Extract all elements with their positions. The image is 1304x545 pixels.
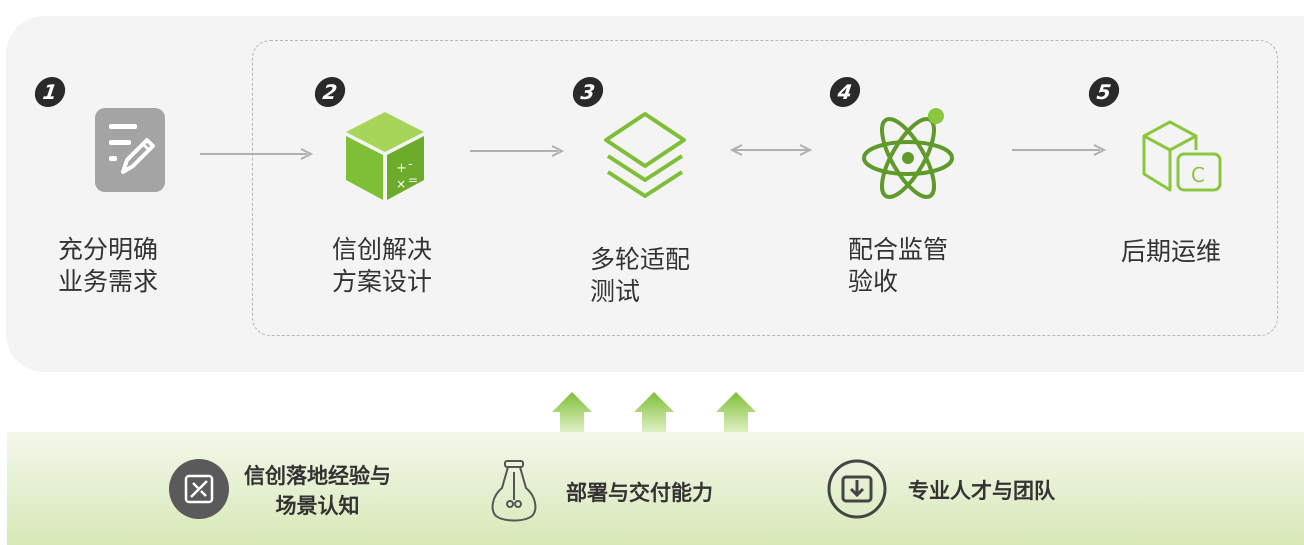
download-icon [826, 458, 888, 524]
process-panel [6, 16, 1304, 372]
capability-team: 专业人才与团队 [826, 458, 1055, 524]
step-4-label-line2: 验收 [848, 267, 899, 296]
step-2-label-line2: 方案设计 [332, 267, 433, 296]
svg-text:-: - [408, 157, 413, 172]
step-2-label: 信创解决 方案设计 [332, 234, 432, 298]
layers-icon [602, 110, 688, 206]
step-3-label-line2: 测试 [590, 277, 641, 306]
step-1-label-line1: 充分明确 [58, 235, 159, 264]
cube-calculator-icon: + - × = [344, 110, 426, 206]
support-arrows [552, 392, 756, 432]
tools-icon [168, 458, 230, 524]
svg-text:+: + [396, 161, 407, 176]
arrow-step3-step4-bidirectional [730, 144, 812, 156]
capability-experience-line2: 场景认知 [275, 494, 360, 518]
step-3-label-line1: 多轮适配 [590, 245, 691, 274]
step-3-label: 多轮适配 测试 [590, 244, 690, 308]
capability-delivery-text: 部署与交付能力 [566, 481, 713, 505]
capability-experience-text: 信创落地经验与 场景认知 [244, 461, 391, 521]
svg-text:=: = [408, 173, 418, 187]
svg-text:×: × [396, 177, 406, 191]
solution-scope-frame [252, 40, 1278, 336]
step-1-label: 充分明确 业务需求 [58, 234, 158, 298]
money-bag-icon [488, 458, 540, 528]
step-1-label-line2: 业务需求 [58, 267, 159, 296]
atom-icon [860, 104, 964, 204]
up-arrow-1 [552, 392, 592, 432]
step-4-label: 配合监管 验收 [848, 234, 948, 298]
step-5-label: 后期运维 [1121, 236, 1221, 268]
capability-experience: 信创落地经验与 场景认知 [168, 458, 391, 524]
capability-team-text: 专业人才与团队 [908, 479, 1055, 503]
cube-c-icon: C [1140, 114, 1224, 202]
up-arrow-2 [634, 392, 674, 432]
up-arrow-3 [716, 392, 756, 432]
capability-delivery: 部署与交付能力 [488, 458, 713, 528]
step-2-label-line1: 信创解决 [332, 235, 433, 264]
arrow-step2-to-step3 [470, 145, 565, 157]
arrow-step1-to-step2 [200, 148, 314, 160]
arrow-step4-to-step5 [1012, 144, 1107, 156]
step-5-label-line1: 后期运维 [1121, 237, 1222, 266]
capability-experience-line1: 信创落地经验与 [244, 464, 391, 488]
svg-text:C: C [1191, 163, 1205, 187]
step-4-label-line1: 配合监管 [848, 235, 949, 264]
document-edit-icon [95, 108, 165, 196]
